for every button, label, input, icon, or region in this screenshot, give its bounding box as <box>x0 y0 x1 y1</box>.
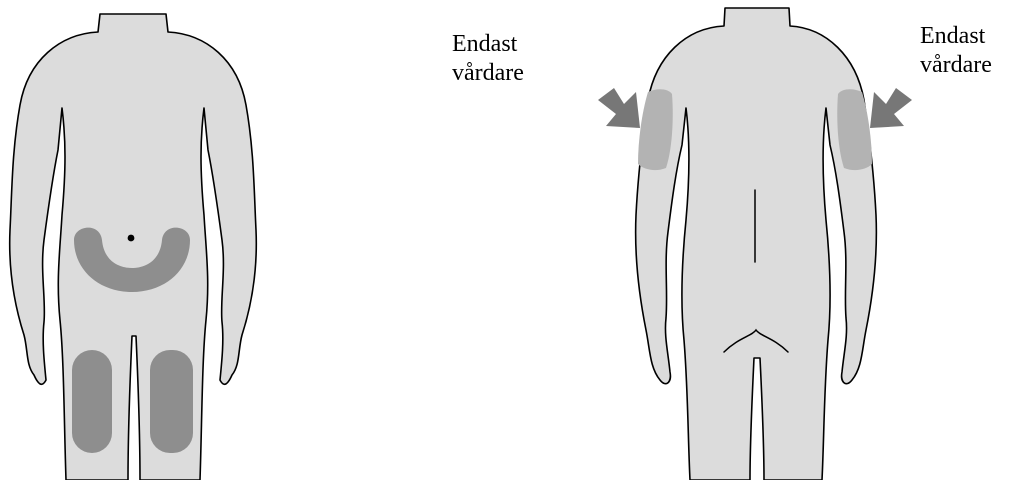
left-upper-arm-caregiver-zone <box>638 89 673 170</box>
caregiver-only-label-left: Endast vårdare <box>452 30 524 88</box>
right-arrow-icon <box>870 88 912 128</box>
back-body-figure <box>598 8 912 480</box>
back-body-outline <box>636 8 877 480</box>
left-thigh-injection-zone <box>72 350 112 453</box>
caregiver-only-label-right: Endast vårdare <box>920 22 992 80</box>
right-thigh-injection-zone <box>150 350 193 453</box>
navel-dot <box>128 235 135 242</box>
right-upper-arm-caregiver-zone <box>837 89 872 170</box>
caregiver-label-right-line2: vårdare <box>920 51 992 80</box>
caregiver-label-left-line2: vårdare <box>452 59 524 88</box>
left-arrow-icon <box>598 88 640 128</box>
front-body-figure <box>10 14 257 480</box>
caregiver-label-left-line1: Endast <box>452 30 524 59</box>
caregiver-label-right-line1: Endast <box>920 22 992 51</box>
front-body-outline <box>10 14 257 480</box>
